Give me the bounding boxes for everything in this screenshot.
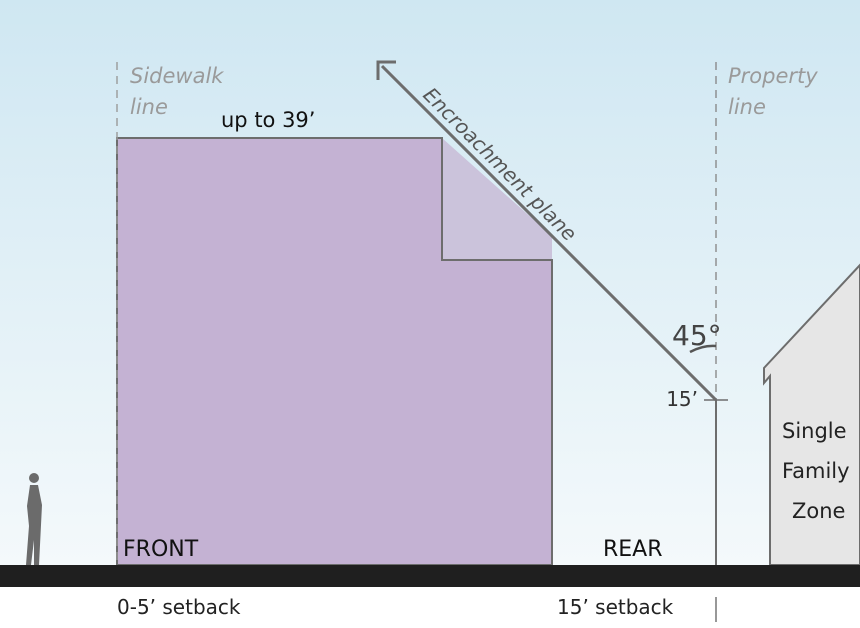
pedestrian-silhouette-icon — [26, 473, 42, 565]
rear-setback-label: 15’ setback — [557, 595, 674, 619]
property-label-2: line — [728, 95, 766, 119]
neighbor-label-2: Family — [782, 459, 850, 483]
property-label-1: Property — [728, 64, 818, 88]
encroachment-zone — [442, 138, 552, 260]
rear-label: REAR — [603, 537, 663, 562]
base-height-label: 15’ — [666, 387, 698, 411]
angle-label: 45° — [672, 319, 722, 352]
arrow-up-left-icon — [376, 60, 396, 80]
sidewalk-label-2: line — [130, 95, 168, 119]
sidewalk-label-1: Sidewalk — [130, 64, 224, 88]
angle-arc — [689, 344, 717, 354]
neighbor-house — [763, 263, 860, 566]
neighbor-label-1: Single — [782, 419, 847, 443]
front-setback-label: 0-5’ setback — [117, 595, 241, 619]
ground-strip — [0, 565, 860, 587]
front-label: FRONT — [123, 537, 199, 562]
height-label: up to 39’ — [221, 108, 315, 132]
neighbor-label-3: Zone — [792, 499, 845, 523]
encroachment-plane-line — [380, 64, 718, 402]
